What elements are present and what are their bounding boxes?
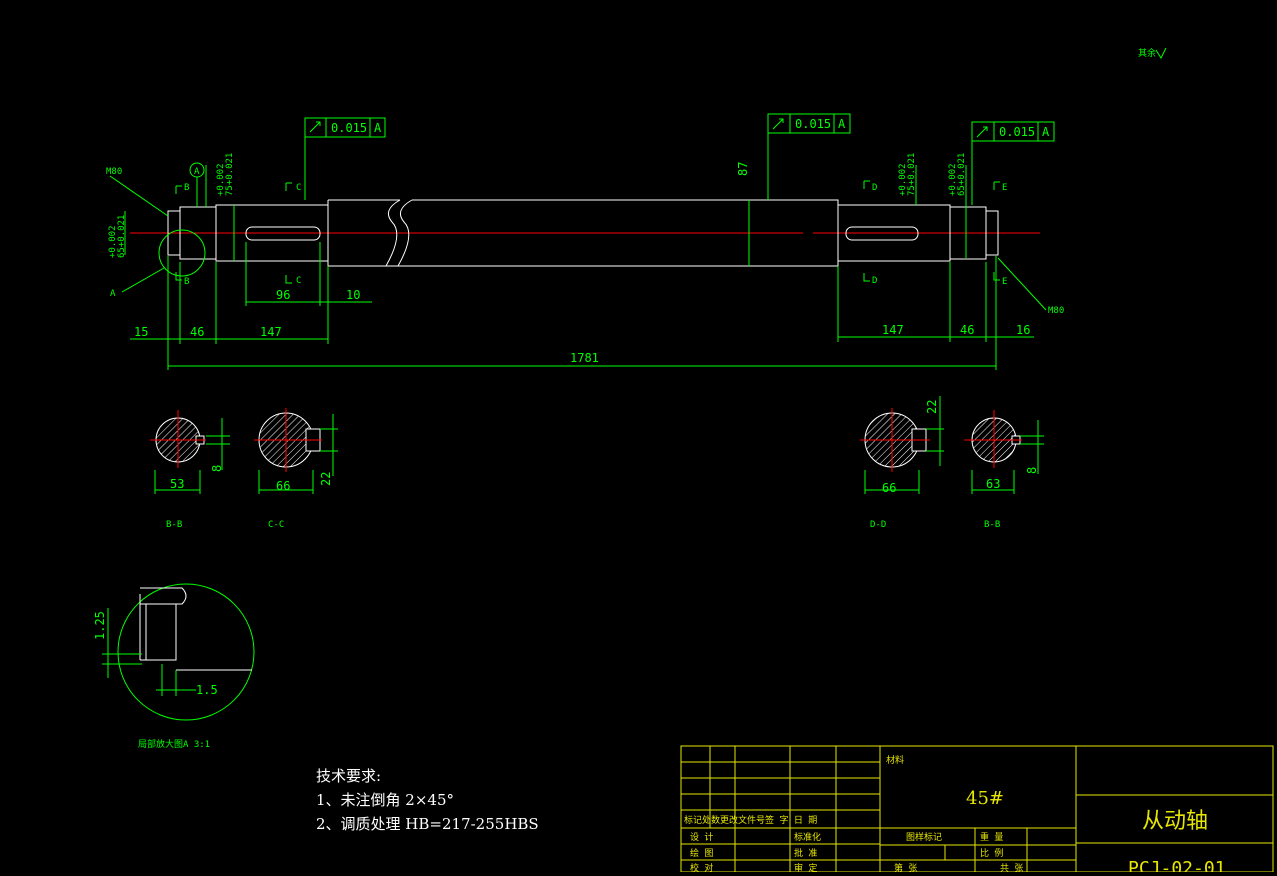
dim-65-left-sub: +0.002 xyxy=(108,225,118,258)
dim-147-right: 147 xyxy=(882,323,904,337)
svg-text:C: C xyxy=(296,276,301,286)
tolerance-frame-2: 0.015 A xyxy=(767,113,851,200)
svg-text:比 例: 比 例 xyxy=(980,847,1003,859)
svg-text:1.25: 1.25 xyxy=(93,611,107,640)
dim-16-right: 16 xyxy=(1016,323,1030,337)
svg-text:66: 66 xyxy=(276,479,290,493)
svg-text:B-B: B-B xyxy=(166,520,182,530)
runout-icon xyxy=(309,121,321,133)
dim-46-right: 46 xyxy=(960,323,974,337)
svg-text:批 准: 批 准 xyxy=(794,847,817,859)
section-markers: B B C C D D E E A A xyxy=(110,162,1007,299)
svg-text:第 张: 第 张 xyxy=(894,862,917,872)
svg-text:共 张: 共 张 xyxy=(1000,863,1023,872)
roughness-label: 其余 xyxy=(1138,47,1156,59)
svg-text:A: A xyxy=(194,167,200,177)
svg-text:22: 22 xyxy=(319,472,333,486)
svg-text:8: 8 xyxy=(210,465,224,472)
runout-icon xyxy=(976,126,988,138)
dim-75-left: 75+0.021 xyxy=(225,153,235,196)
svg-text:重 量: 重 量 xyxy=(980,831,1003,843)
svg-text:C-C: C-C xyxy=(268,520,284,530)
thread-m80-right: M80 xyxy=(1048,306,1064,316)
svg-text:8: 8 xyxy=(1025,467,1039,474)
tolerance-value: 0.015 xyxy=(331,121,367,135)
thread-m80-left: M80 xyxy=(106,167,122,177)
svg-text:A: A xyxy=(110,289,116,299)
runout-icon xyxy=(772,118,784,130)
svg-text:从动轴: 从动轴 xyxy=(1142,809,1208,834)
svg-text:标准化: 标准化 xyxy=(794,831,821,843)
svg-text:D: D xyxy=(872,183,877,193)
svg-text:绘 图: 绘 图 xyxy=(690,847,713,859)
svg-text:63: 63 xyxy=(986,477,1000,491)
dim-75-right-sub: +0.002 xyxy=(898,163,908,196)
svg-text:D-D: D-D xyxy=(870,520,886,530)
svg-text:材料: 材料 xyxy=(886,754,904,766)
dim-87: 87 xyxy=(736,162,750,176)
dim-10: 10 xyxy=(346,288,360,302)
dim-total-length: 1781 xyxy=(570,351,599,365)
roughness-icon xyxy=(1155,47,1167,60)
svg-text:校 对: 校 对 xyxy=(690,862,713,872)
dim-65-left: 65+0.021 xyxy=(117,215,127,258)
svg-text:D: D xyxy=(872,276,877,286)
svg-text:标记处数更改文件号签 字 日 期: 标记处数更改文件号签 字 日 期 xyxy=(684,814,817,826)
notes-title: 技术要求: xyxy=(316,767,382,785)
svg-text:45#: 45# xyxy=(966,788,1004,809)
dim-147-left: 147 xyxy=(260,325,282,339)
leader-m80-right xyxy=(997,257,1047,311)
section-view-d-d-right: 66 22 D-D xyxy=(860,396,944,530)
technical-requirements: 技术要求: 1、未注倒角 2×45° 2、调质处理 HB=217-255HBS xyxy=(316,764,539,836)
tolerance-datum: A xyxy=(838,117,846,131)
tolerance-frame-1: 0.015 A xyxy=(304,117,386,200)
dim-65-right-sub: +0.002 xyxy=(948,163,958,196)
dim-96: 96 xyxy=(276,288,290,302)
section-view-c-c-left: 66 22 C-C xyxy=(254,408,338,530)
detail-view-label: 局部放大图A 3:1 xyxy=(138,738,210,750)
detail-view-a: 1.25 1.5 局部放大图A 3:1 xyxy=(93,583,255,750)
tolerance-frame-3: 0.015 A xyxy=(971,121,1055,205)
svg-text:B: B xyxy=(184,183,189,193)
svg-text:1.5: 1.5 xyxy=(196,683,218,697)
shaft-outline xyxy=(167,199,999,267)
svg-text:审 定: 审 定 xyxy=(794,862,817,872)
svg-text:B-B: B-B xyxy=(984,520,1000,530)
dim-46-left: 46 xyxy=(190,325,204,339)
svg-text:66: 66 xyxy=(882,481,896,495)
svg-text:E: E xyxy=(1002,183,1007,193)
svg-text:图样标记: 图样标记 xyxy=(906,831,942,843)
title-block: 标记处数更改文件号签 字 日 期 设 计 标准化 绘 图 批 准 校 对 审 定… xyxy=(680,745,1274,876)
dim-75-right: 75+0.021 xyxy=(907,153,917,196)
dim-15-left: 15 xyxy=(134,325,148,339)
svg-text:B: B xyxy=(184,277,189,287)
dim-75-left-sub: +0.002 xyxy=(216,163,226,196)
svg-text:22: 22 xyxy=(925,400,939,414)
leader-m80-left xyxy=(109,175,169,217)
tolerance-value: 0.015 xyxy=(999,125,1035,139)
svg-text:C: C xyxy=(296,183,301,193)
svg-text:设 计: 设 计 xyxy=(690,831,713,843)
dim-65-right: 65+0.021 xyxy=(957,153,967,196)
svg-text:PCJ-02-01: PCJ-02-01 xyxy=(1128,858,1226,872)
tolerance-value: 0.015 xyxy=(795,117,831,131)
tolerance-datum: A xyxy=(1042,125,1050,139)
svg-text:E: E xyxy=(1002,277,1007,287)
section-view-b-b-right: 63 8 B-B xyxy=(964,410,1044,530)
section-view-b-b-left: 53 8 B-B xyxy=(150,410,230,530)
notes-line-1: 1、未注倒角 2×45° xyxy=(316,791,455,809)
notes-line-2: 2、调质处理 HB=217-255HBS xyxy=(316,815,539,833)
tolerance-datum: A xyxy=(374,121,382,135)
svg-text:53: 53 xyxy=(170,477,184,491)
